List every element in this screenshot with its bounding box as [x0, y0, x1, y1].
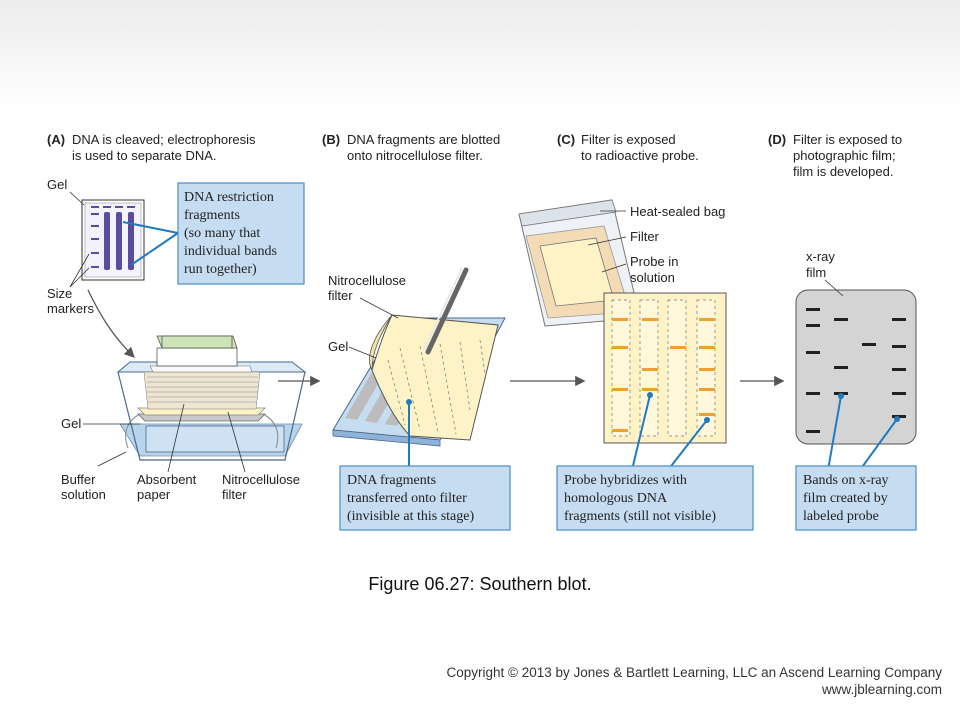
callout-transferred-line3: (invisible at this stage): [347, 509, 474, 524]
restriction-leaders: [122, 221, 179, 266]
probe-label-2: solution: [630, 270, 675, 285]
copyright-line: Copyright © 2013 by Jones & Bartlett Lea…: [446, 665, 943, 680]
callout-transferred-line2: transferred onto filter: [347, 491, 467, 506]
southern-blot-diagram: (A) DNA is cleaved; electrophoresis is u…: [47, 132, 917, 531]
restriction-smear-lanes: [104, 212, 134, 270]
nitro-stack-label-1: Nitrocellulose: [222, 472, 300, 487]
step-d-line1: Filter is exposed to: [793, 132, 902, 147]
hybridizes-leaders: [631, 394, 708, 471]
step-a-heading: (A) DNA is cleaved; electrophoresis is u…: [47, 132, 256, 163]
step-c-letter: (C): [557, 132, 575, 147]
step-b-line2: onto nitrocellulose filter.: [347, 148, 483, 163]
gel-slab: [81, 199, 145, 281]
step-b-heading: (B) DNA fragments are blotted onto nitro…: [322, 132, 500, 163]
callout-hybridizes: Probe hybridizes with homologous DNA fra…: [556, 465, 754, 531]
xray-film: [795, 289, 917, 445]
bands-leaders: [827, 395, 898, 471]
nitro-stack-label-2: filter: [222, 487, 247, 502]
blotting-tray: [116, 335, 307, 461]
gel-label-a: Gel: [47, 177, 67, 192]
size-markers-label-1: Size: [47, 286, 72, 301]
step-b-line1: DNA fragments are blotted: [347, 132, 500, 147]
probed-filter: [603, 292, 727, 444]
heat-sealed-bag: [518, 199, 641, 327]
step-b-letter: (B): [322, 132, 340, 147]
absorbent-label-1: Absorbent: [137, 472, 197, 487]
step-d-line2: photographic film;: [793, 148, 896, 163]
step-c-line1: Filter is exposed: [581, 132, 676, 147]
callout-restriction-line3: (so many that: [184, 226, 260, 241]
callout-hybridizes-line1: Probe hybridizes with: [564, 473, 687, 488]
callout-restriction-line5: run together): [184, 262, 257, 277]
header-band: [0, 0, 960, 110]
callout-bands-line3: labeled probe: [803, 509, 879, 524]
xray-label-1: x-ray: [806, 249, 835, 264]
probe-hybrid-bands: [612, 318, 715, 432]
gel-b-label: Gel: [328, 339, 348, 354]
callout-bands: Bands on x-ray film created by labeled p…: [795, 465, 917, 531]
buffer-label-1: Buffer: [61, 472, 96, 487]
callout-restriction-line2: fragments: [184, 208, 240, 223]
callout-transferred: DNA fragments transferred onto filter (i…: [339, 465, 511, 531]
callout-restriction-line1: DNA restriction: [184, 190, 274, 205]
step-d-line3: film is developed.: [793, 164, 893, 179]
callout-hybridizes-line3: fragments (still not visible): [564, 509, 716, 524]
step-a-letter: (A): [47, 132, 65, 147]
step-c-heading: (C) Filter is exposed to radioactive pro…: [557, 132, 699, 163]
film-bands: [806, 308, 906, 433]
callout-hybridizes-line2: homologous DNA: [564, 491, 668, 506]
callout-transferred-line1: DNA fragments: [347, 473, 436, 488]
heat-bag-label: Heat-sealed bag: [630, 204, 725, 219]
callout-bands-line2: film created by: [803, 491, 888, 506]
step-a-line2: is used to separate DNA.: [72, 148, 217, 163]
step-d-heading: (D) Filter is exposed to photographic fi…: [768, 132, 902, 179]
step-c-line2: to radioactive probe.: [581, 148, 699, 163]
gel-to-tray-arrow: [87, 289, 135, 358]
figure-caption: Figure 06.27: Southern blot.: [368, 574, 592, 594]
blot-transfer-illustration: [332, 267, 506, 447]
callout-restriction: DNA restriction fragments (so many that …: [177, 182, 305, 285]
size-markers-label-2: markers: [47, 301, 94, 316]
callout-bands-line1: Bands on x-ray: [803, 473, 889, 488]
transferred-dot: [406, 399, 412, 405]
filter-c-label: Filter: [630, 229, 660, 244]
nitro-b-label-1: Nitrocellulose: [328, 273, 406, 288]
copyright-notice: Copyright © 2013 by Jones & Bartlett Lea…: [447, 664, 943, 698]
size-marker-bands: [91, 213, 99, 268]
nitro-b-label-2: filter: [328, 288, 353, 303]
gel-stack-label: Gel: [61, 416, 81, 431]
callout-restriction-line4: individual bands: [184, 244, 277, 259]
absorbent-label-2: paper: [137, 487, 171, 502]
publisher-url: www.jblearning.com: [821, 682, 942, 697]
xray-label-2: film: [806, 265, 826, 280]
step-a-line1: DNA is cleaved; electrophoresis: [72, 132, 256, 147]
buffer-label-2: solution: [61, 487, 106, 502]
step-d-letter: (D): [768, 132, 786, 147]
probe-label-1: Probe in: [630, 254, 678, 269]
